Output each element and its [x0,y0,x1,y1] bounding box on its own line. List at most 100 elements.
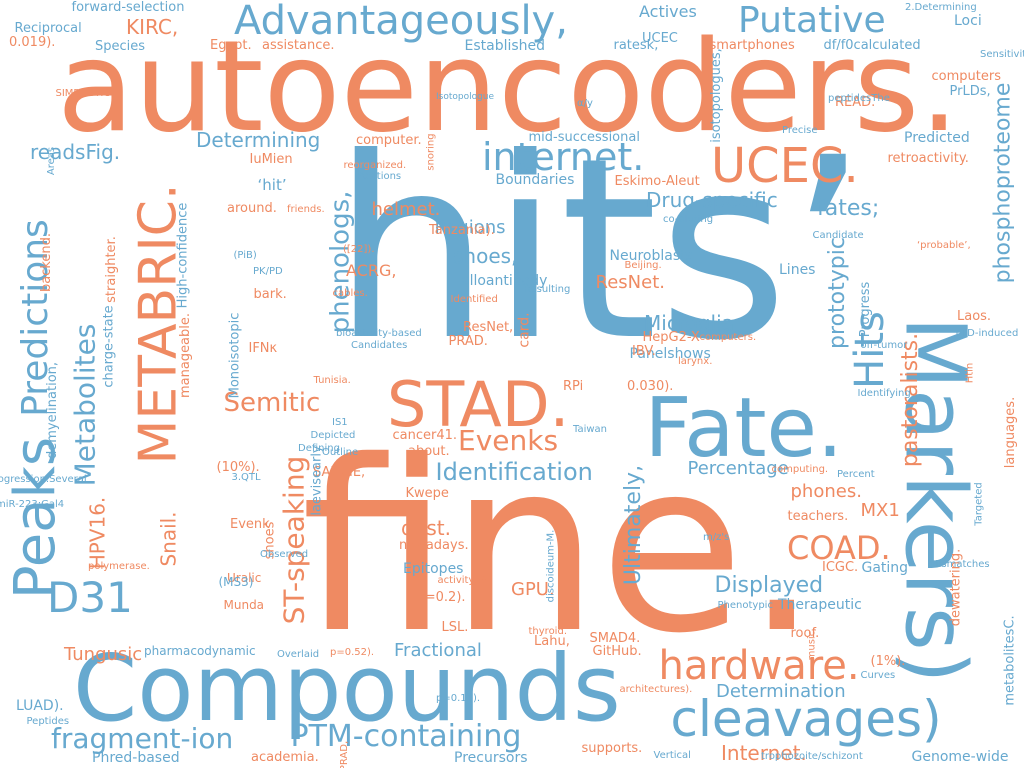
cloud-word: progression.Several [0,474,87,485]
cloud-word: HepG2-X [642,329,700,345]
cloud-word: HPV16. [84,496,109,570]
cloud-word: Determination [716,681,846,702]
cloud-word: ST-speaking [276,455,310,625]
cloud-word: Putative [738,0,886,41]
cloud-word: phosphoproteome [989,82,1015,284]
cloud-word: Eskimo-Aleut [614,173,700,189]
cloud-word: Precursors [454,750,528,766]
cloud-word: Mismatches [930,559,990,570]
cloud-word: Snail. [156,511,181,567]
cloud-word: IFNκ [248,340,278,356]
cloud-word: Species [95,38,146,54]
cloud-word: 2.Determining [905,2,977,13]
cloud-word: GitHub. [592,643,642,659]
cloud-word: Uralic [227,571,262,585]
cloud-word: charge-state [101,304,117,388]
cloud-word: forward-selection [71,0,185,15]
cloud-word: D31 [47,573,133,622]
cloud-word: 3.QTL [231,472,261,483]
cloud-word: KIRC, [126,15,179,39]
cloud-word: PRAD. [448,333,488,349]
cloud-word: backend. [38,232,54,292]
cloud-word: cleavages) [670,690,942,748]
cloud-word: around. [227,200,277,216]
cloud-word: LSL. [441,619,469,635]
cloud-word: computer. [356,132,422,148]
cloud-word: cancer41. [392,427,458,443]
cloud-word: Overlaid [277,649,320,660]
cloud-word: Peptides [26,716,70,727]
cloud-word: Loci [954,13,982,29]
cloud-word: Curves [860,670,896,681]
cloud-word: PTM-containing [290,719,522,754]
cloud-word: friends. [287,204,325,215]
cloud-word: smartphones [709,37,795,53]
cloud-word: computers. [699,332,757,343]
cloud-word: Tungusic [64,644,143,665]
cloud-word: (10%). [216,459,260,475]
cloud-word: Fate. [644,381,844,476]
cloud-word: nowadays. [399,537,469,553]
cloud-word: ‘hit’ [257,175,287,194]
cloud-word: bark. [253,286,287,302]
cloud-word: Lines [779,262,816,278]
cloud-word: off-tumor [860,340,908,351]
cloud-word: Reciprocal [14,20,82,36]
cloud-word: reorganized. [343,160,407,171]
cloud-word: Tanzania). [429,222,495,238]
cloud-word: co-eluting [663,214,714,225]
cloud-word: Microglia [644,311,734,335]
cloud-word: straighter. [103,235,119,303]
cloud-word: prototypic [824,237,850,349]
cloud-word: High-confidence [175,202,191,308]
cloud-word: Evenks [458,424,559,457]
cloud-word: IS1 [332,417,348,428]
cloud-word: larynx. [678,356,713,367]
cloud-word: supports. [581,740,643,756]
cloud-word: architectures). [619,684,693,695]
cloud-word: music. [805,627,817,661]
cloud-word: Compounds [73,635,621,742]
cloud-word: Observed [260,549,309,560]
cloud-word: Genome-wide [911,749,1009,765]
cloud-word: fragment-ion [51,722,234,755]
cloud-word: manageable. [177,312,193,398]
cloud-word: Epitopes [403,561,464,577]
cloud-word: Regions [434,217,506,238]
cloud-word: PK/PD [253,266,283,277]
cloud-word: p=0.11). [436,693,481,704]
cloud-word: roof. [790,625,820,641]
cloud-word: hardware. [658,643,860,689]
cloud-word: STAD. [387,368,570,441]
cloud-word: bioactivity-based [336,328,422,339]
cloud-word: trophozoite/schizont [761,751,863,762]
cloud-word: Identifying [857,388,911,399]
cloud-word: Candidates [351,340,408,351]
cloud-word: Displayed [714,573,824,598]
cloud-word: (1%). [870,653,906,669]
cloud-word: Predicted [904,130,970,146]
cloud-word: academia. [251,749,319,765]
cloud-word: peptidesThe [828,93,890,104]
cloud-word: pharmacodynamic [144,644,256,658]
cloud-word: Neuroblasts [609,248,693,264]
cloud-word: Precise [782,125,818,136]
cloud-word: activity38. [437,575,491,586]
cloud-word: IBV. [632,343,656,359]
cloud-word: Actives [639,2,697,21]
cloud-word: Tunisia. [313,375,351,386]
cloud-word: GPU. [511,579,555,600]
cloud-word: Kwepe [405,485,449,501]
cloud-word: Percentage [687,458,789,479]
cloud-word: miR-223:Gal4 [0,499,65,510]
cloud-word: Therapeutic [778,597,862,613]
cloud-word: pastoralists. [898,332,924,468]
cloud-word: COAD. [787,529,891,567]
cloud-word: PRAD, [339,740,351,768]
cloud-word: ACRG, [346,261,397,280]
cloud-word: hits’ [332,104,868,395]
cloud-word: (PiB) [233,250,257,261]
cloud-word: Ultimately, [621,464,647,586]
cloud-word: Taiwan [573,424,608,435]
cloud-word: alloantibody [461,273,548,289]
